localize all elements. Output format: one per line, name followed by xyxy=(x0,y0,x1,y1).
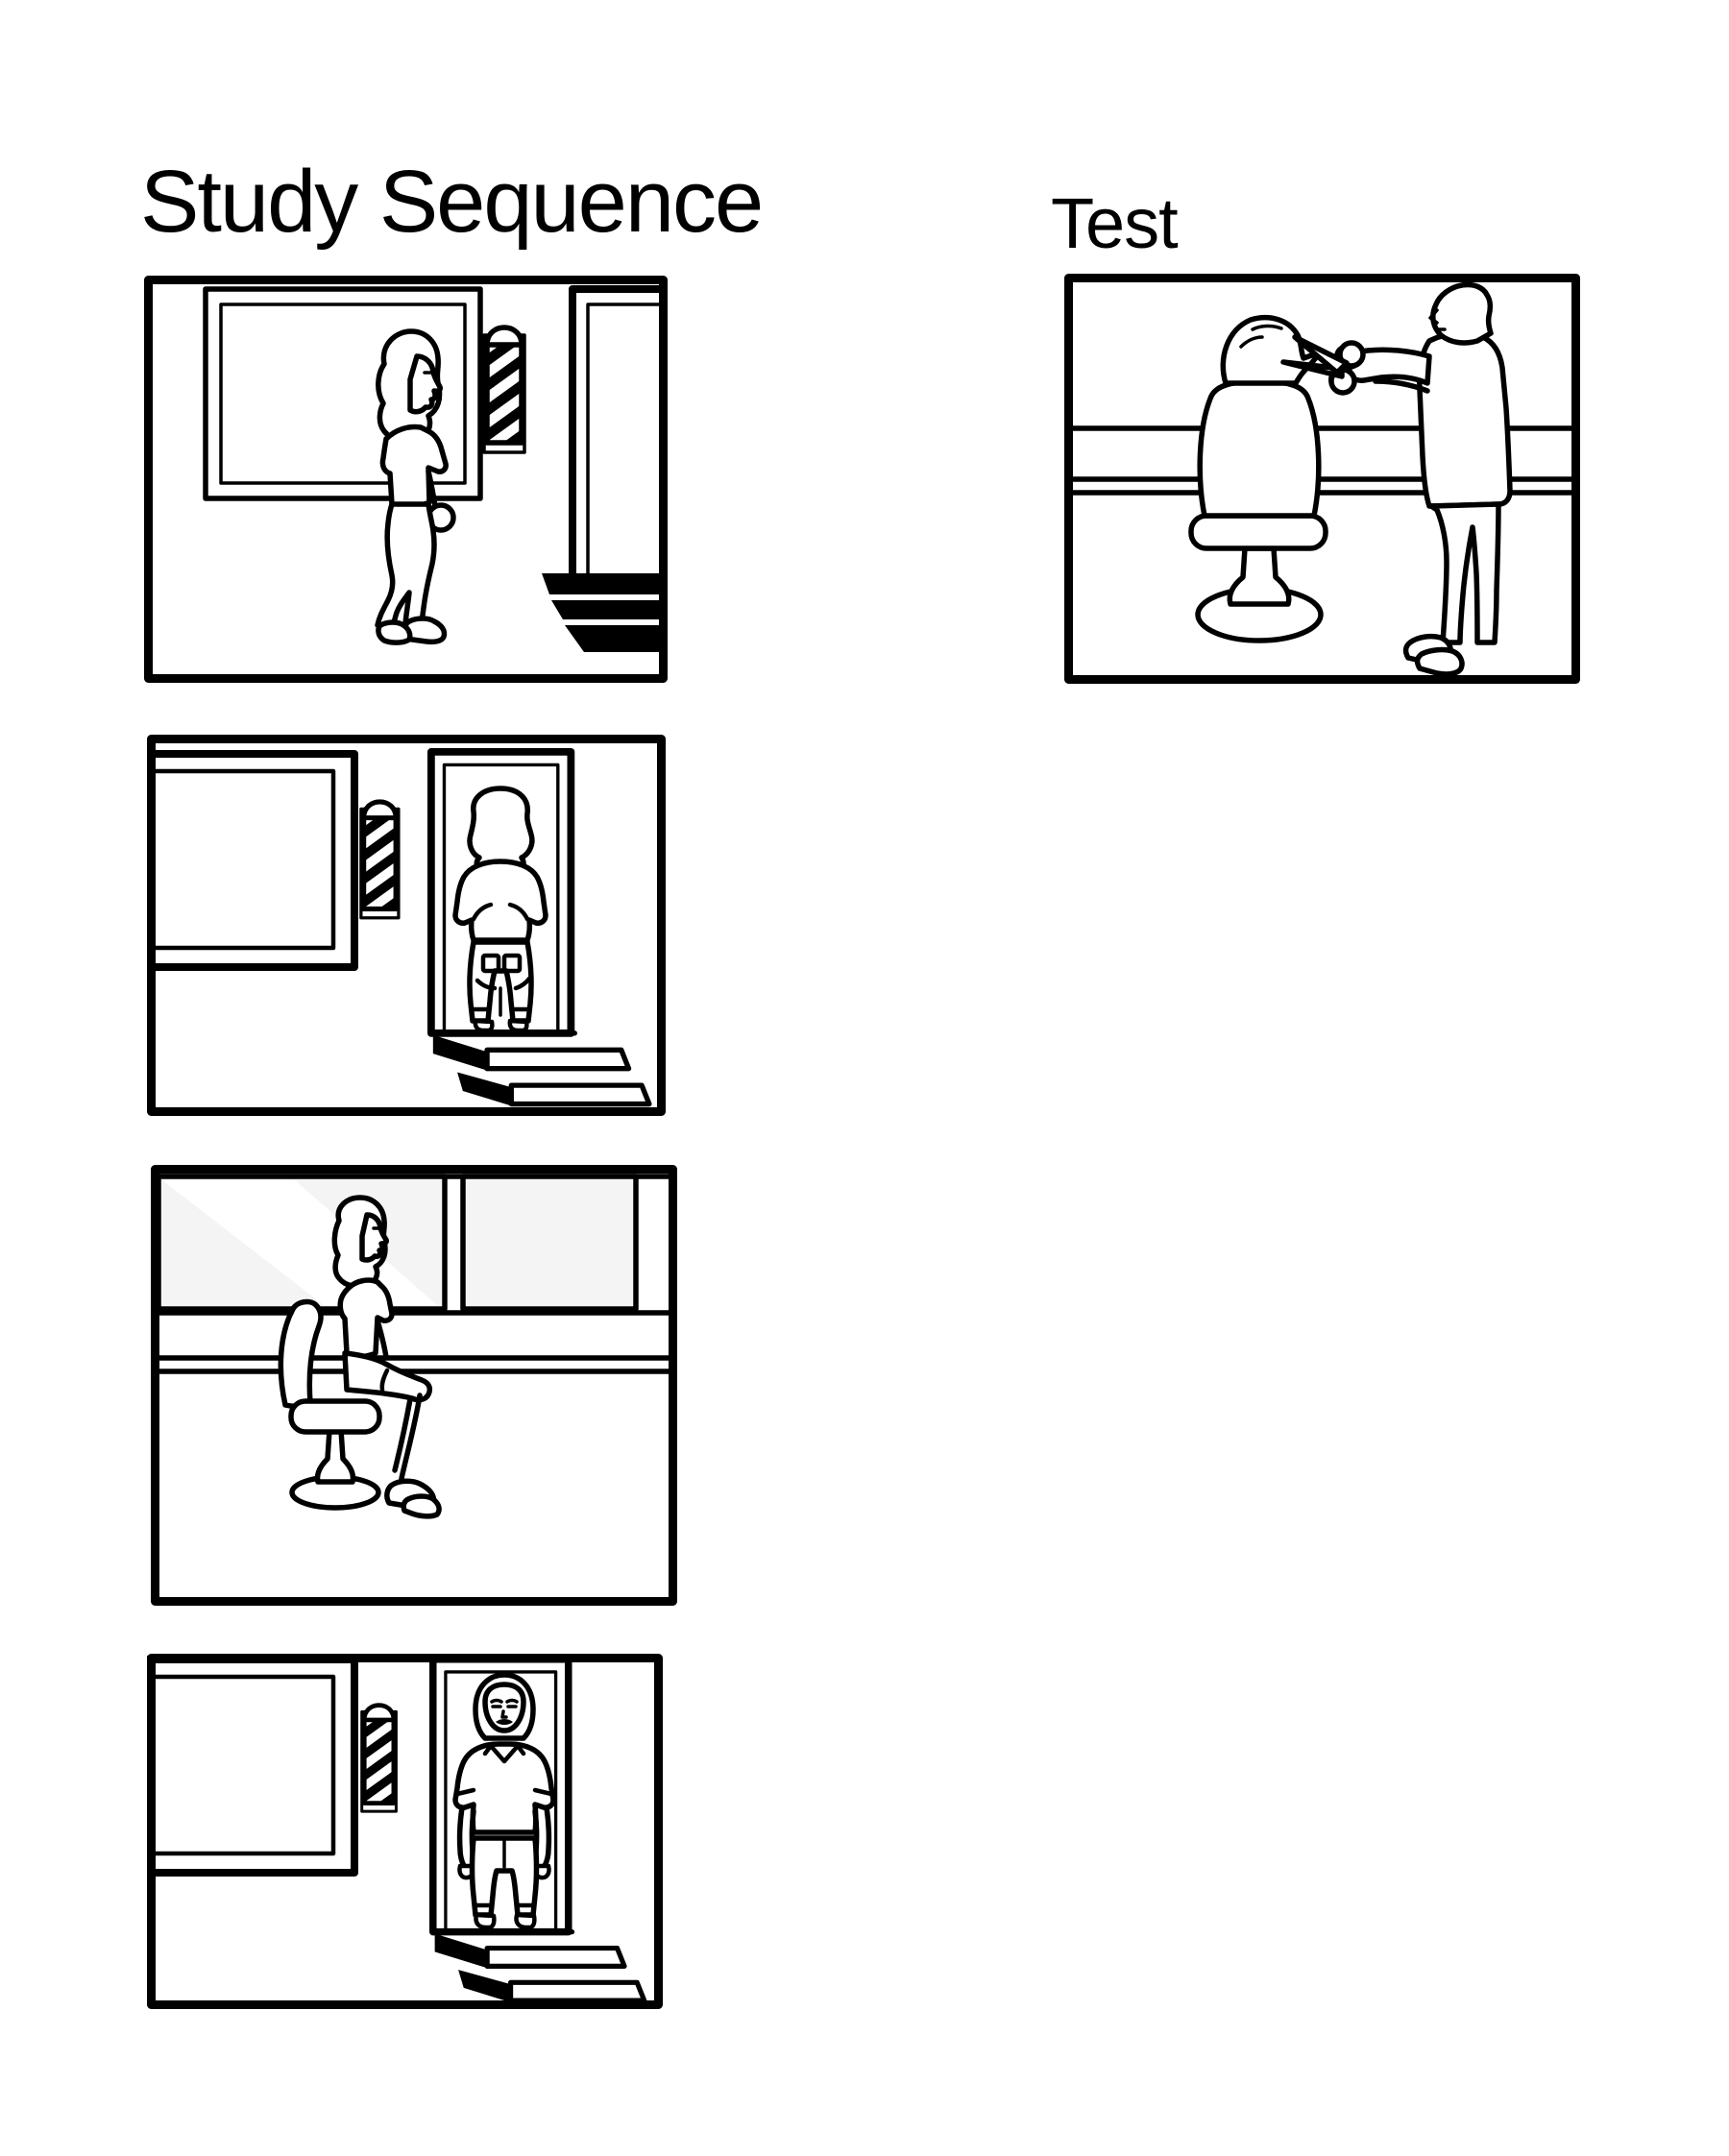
study-panel-2 xyxy=(147,735,666,1116)
barber-shoe xyxy=(1414,646,1465,677)
barber xyxy=(1280,281,1513,677)
shop-window xyxy=(147,1659,354,1873)
study-panel-4 xyxy=(147,1654,663,2009)
top xyxy=(337,1277,395,1360)
woman-seated xyxy=(331,1195,442,1519)
doorway-with-steps xyxy=(431,752,649,1106)
barber-pole-icon xyxy=(362,1706,397,1824)
blouse xyxy=(452,1741,556,1835)
woman-from-behind xyxy=(452,786,548,1033)
panel-frame xyxy=(147,1654,663,2009)
pedestal-chair xyxy=(278,1298,382,1511)
barber-legs xyxy=(1428,501,1501,645)
shop-window xyxy=(147,754,354,967)
study-panel-1 xyxy=(144,276,668,683)
shoe xyxy=(507,1018,529,1033)
client-in-chair xyxy=(1220,314,1323,386)
panel-frame xyxy=(1064,274,1580,684)
woman-facing-viewer xyxy=(452,1672,556,1930)
barber-pole-icon xyxy=(484,327,524,467)
barber-head xyxy=(1430,281,1494,346)
blouse xyxy=(452,859,548,943)
shoe xyxy=(473,1018,495,1033)
pants xyxy=(469,1835,540,1918)
study-sequence-heading: Study Sequence xyxy=(140,153,764,251)
entrance-step-band xyxy=(565,625,663,652)
barber-pole-icon xyxy=(361,802,399,932)
entrance-door xyxy=(542,285,667,652)
panel-frame xyxy=(151,1165,677,1606)
shoe xyxy=(514,1912,537,1930)
shoe xyxy=(474,1912,497,1930)
barber-chair xyxy=(1188,378,1328,643)
face xyxy=(482,1682,526,1733)
panel-frame xyxy=(147,735,666,1116)
entrance-step-band xyxy=(551,600,663,619)
entrance-step-band xyxy=(542,573,663,594)
test-heading: Test xyxy=(1051,183,1179,263)
lap xyxy=(342,1350,433,1403)
study-panel-3 xyxy=(151,1165,677,1606)
scissors-icon xyxy=(1280,334,1366,396)
interior-windows xyxy=(156,1174,672,1374)
panel-frame xyxy=(144,276,668,683)
woman-walking xyxy=(375,328,456,645)
test-panel xyxy=(1064,274,1580,684)
shoe xyxy=(401,1493,442,1519)
